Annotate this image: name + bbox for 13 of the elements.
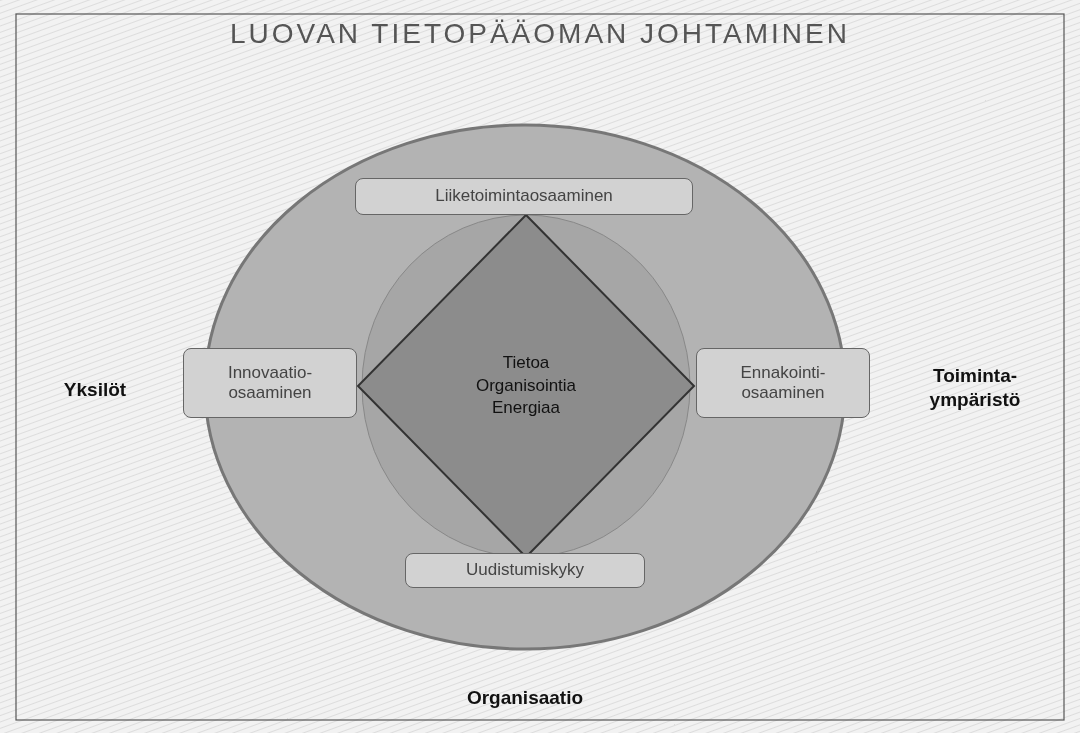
box-label: Uudistumiskyky: [464, 560, 586, 581]
label-box: [355, 178, 693, 215]
label-box: [183, 348, 357, 418]
box-label: Innovaatio-osaaminen: [226, 362, 314, 404]
side-label: Yksilöt: [62, 378, 128, 402]
center-label: Tietoa Organisointia Energiaa: [474, 351, 578, 420]
side-label: Organisaatio: [465, 686, 585, 710]
box-label: Ennakointi-osaaminen: [739, 362, 827, 404]
box-label: Liiketoimintaosaaminen: [434, 186, 614, 207]
label-box: [696, 348, 870, 418]
diagram-title: LUOVAN TIETOPÄÄOMAN JOHTAMINEN: [229, 18, 851, 50]
side-label: Toiminta-ympäristö: [928, 364, 1022, 412]
label-box: [405, 553, 645, 588]
